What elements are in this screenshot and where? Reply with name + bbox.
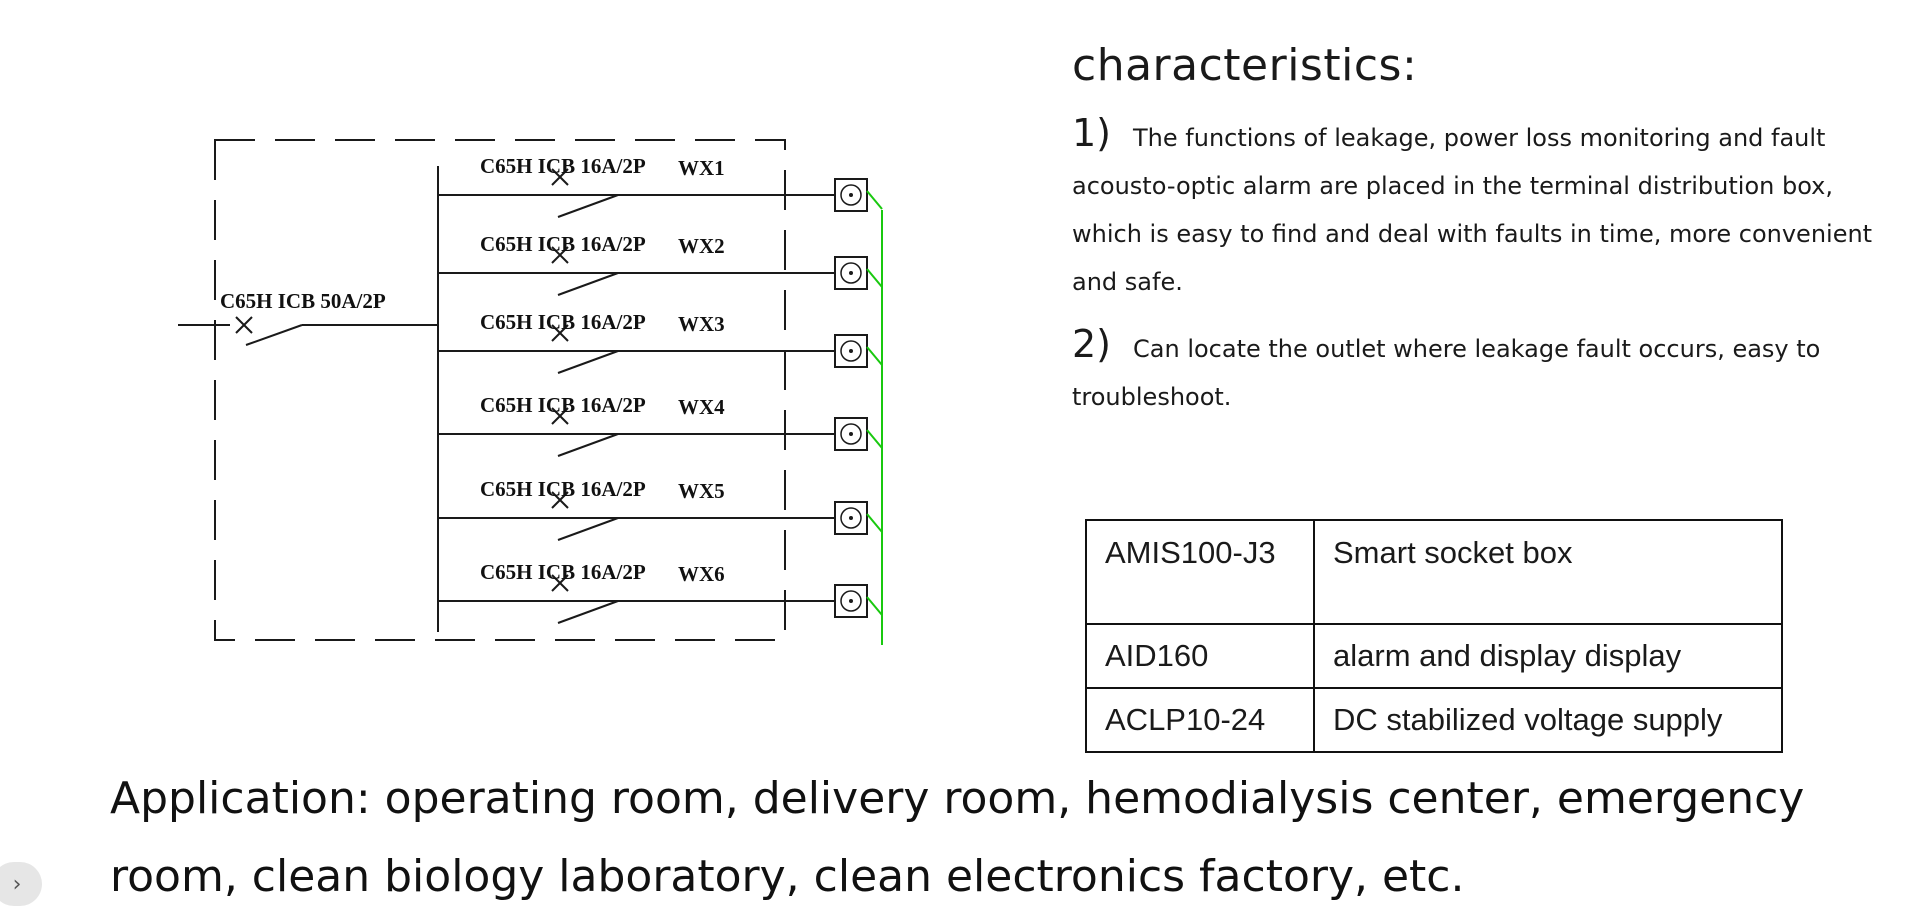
main-breaker-symbol <box>235 316 303 346</box>
branch-row: C65H ICB 16A/2P WX2 <box>438 232 868 296</box>
breaker-cross <box>551 168 569 186</box>
branch-breaker-label: C65H ICB 16A/2P <box>480 310 646 334</box>
characteristic-item-2: 2)Can locate the outlet where leakage fa… <box>1072 320 1892 421</box>
part-code: AMIS100-J3 <box>1085 519 1315 625</box>
outlet-icon <box>840 590 862 612</box>
branch-breaker-label: C65H ICB 16A/2P <box>480 393 646 417</box>
outlet-icon <box>840 262 862 284</box>
breaker-contact <box>557 350 619 374</box>
branch-row: C65H ICB 16A/2P WX3 <box>438 310 868 374</box>
outlet-icon <box>840 340 862 362</box>
ground-bus-tap <box>866 513 883 533</box>
table-row: AID160 alarm and display display <box>1085 623 1783 689</box>
application-text: Application: operating room, delivery ro… <box>110 773 1805 902</box>
branch-breaker-label: C65H ICB 16A/2P <box>480 477 646 501</box>
branch-circuit-label: WX5 <box>678 479 725 503</box>
branch-breaker-label: C65H ICB 16A/2P <box>480 232 646 256</box>
characteristics-panel: characteristics: 1)The functions of leak… <box>1072 40 1892 435</box>
branch-row: C65H ICB 16A/2P WX1 <box>438 154 868 218</box>
ground-bus-tap <box>866 429 883 449</box>
item-text: The functions of leakage, power loss mon… <box>1072 124 1873 296</box>
breaker-contact <box>557 433 619 457</box>
part-code: AID160 <box>1085 623 1315 689</box>
branch-circuit-label: WX3 <box>678 312 725 336</box>
table-row: ACLP10-24 DC stabilized voltage supply <box>1085 687 1783 753</box>
outlet-icon <box>840 507 862 529</box>
branch-breaker-label: C65H ICB 16A/2P <box>480 560 646 584</box>
table-row: AMIS100-J3 Smart socket box <box>1085 519 1783 625</box>
outlet-icon <box>849 432 853 436</box>
part-description: DC stabilized voltage supply <box>1313 687 1783 753</box>
breaker-contact <box>557 272 619 296</box>
ground-bus-tap <box>866 346 883 366</box>
chevron-right-icon: › <box>12 871 22 897</box>
breaker-contact <box>557 194 619 218</box>
branch-row: C65H ICB 16A/2P WX5 <box>438 477 868 541</box>
branch-row: C65H ICB 16A/2P WX4 <box>438 393 868 457</box>
branch-circuit-label: WX1 <box>678 156 725 180</box>
outlet-icon <box>849 599 853 603</box>
part-description: Smart socket box <box>1313 519 1783 625</box>
breaker-cross <box>551 407 569 425</box>
outlet-icon <box>849 349 853 353</box>
branch-circuit-label: WX4 <box>678 395 725 419</box>
ground-bus-tap <box>866 190 883 210</box>
part-code: ACLP10-24 <box>1085 687 1315 753</box>
branch-circuit-label: WX2 <box>678 234 725 258</box>
branch-circuit-label: WX6 <box>678 562 725 586</box>
parts-table: AMIS100-J3 Smart socket box AID160 alarm… <box>1085 519 1783 753</box>
item-number: 2) <box>1072 322 1112 366</box>
outlet-icon <box>849 516 853 520</box>
breaker-contact <box>557 600 619 624</box>
ground-bus-tap <box>866 268 883 288</box>
characteristic-item-1: 1)The functions of leakage, power loss m… <box>1072 109 1892 306</box>
characteristics-heading: characteristics: <box>1072 40 1418 91</box>
branch-breaker-label: C65H ICB 16A/2P <box>480 154 646 178</box>
ground-bus-tap <box>866 596 883 616</box>
main-breaker-label: C65H ICB 50A/2P <box>220 289 386 313</box>
outlet-icon <box>840 184 862 206</box>
breaker-cross <box>551 574 569 592</box>
breaker-cross <box>551 324 569 342</box>
outlet-icon <box>849 193 853 197</box>
breaker-cross <box>551 246 569 264</box>
breaker-contact <box>557 517 619 541</box>
item-number: 1) <box>1072 111 1112 155</box>
outlet-icon <box>849 271 853 275</box>
ground-bus <box>866 190 883 645</box>
expand-button[interactable]: › <box>0 862 42 906</box>
outlet-icon <box>840 423 862 445</box>
breaker-cross <box>551 491 569 509</box>
item-text: Can locate the outlet where leakage faul… <box>1072 335 1821 411</box>
enclosure-dashed-box <box>214 139 786 641</box>
branch-row: C65H ICB 16A/2P WX6 <box>438 560 868 624</box>
part-description: alarm and display display <box>1313 623 1783 689</box>
